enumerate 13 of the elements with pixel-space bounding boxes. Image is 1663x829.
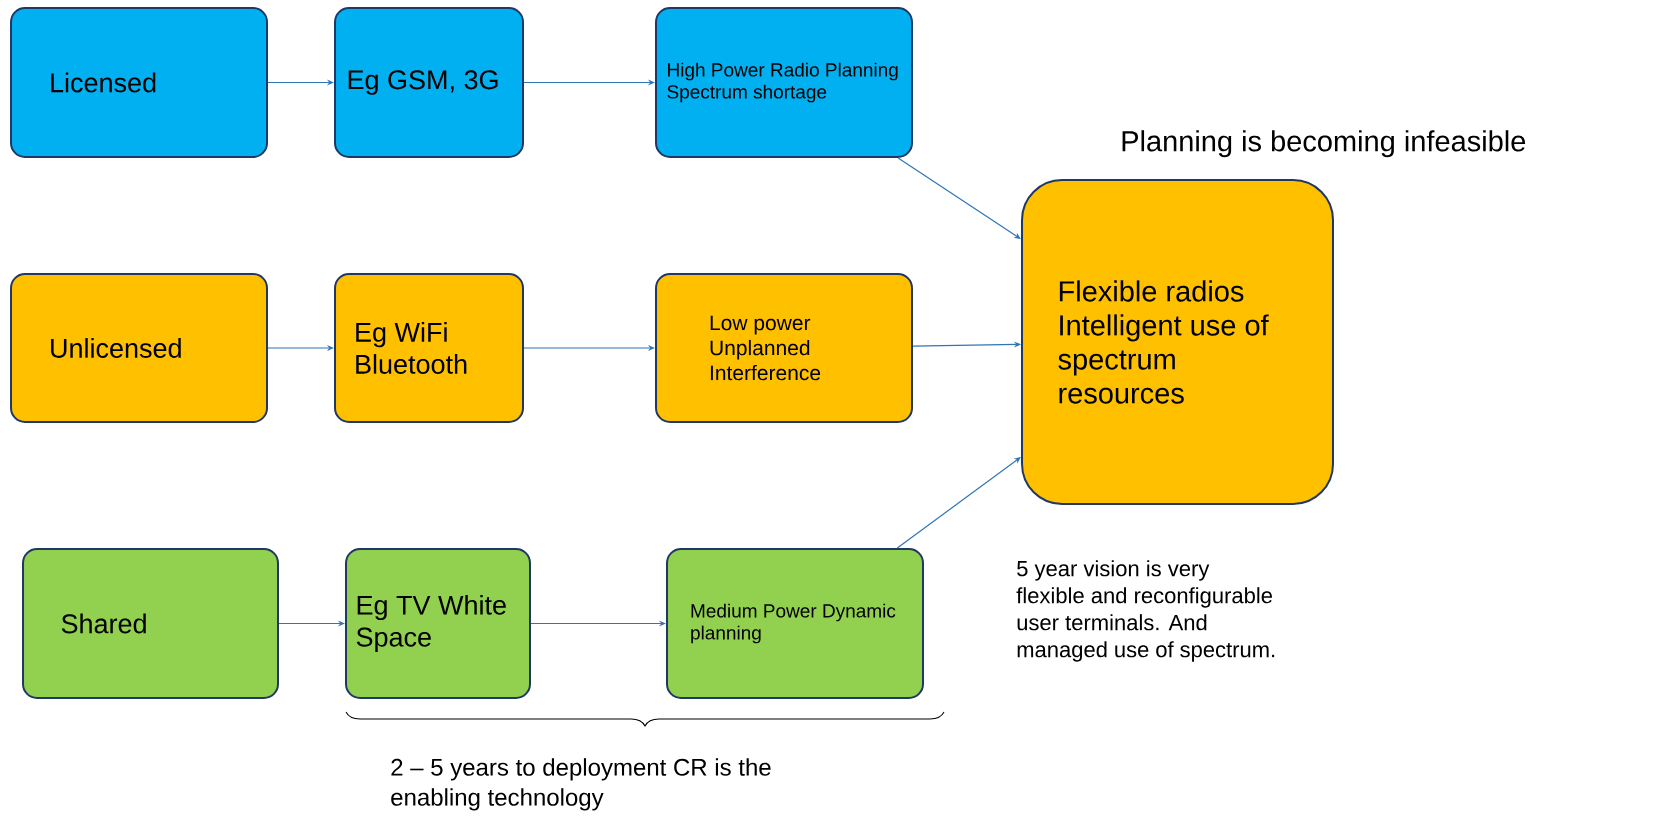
process-box: Flexible radios Intelligent use of spectrum resources — [1021, 179, 1334, 505]
process-box: Eg GSM, 3G — [334, 7, 524, 158]
process-box: Shared — [22, 548, 279, 699]
process-box: Eg TV White Space — [345, 548, 531, 699]
process-box: High Power Radio Planning Spectrum shortage — [655, 7, 913, 158]
process-box: Medium Power Dynamic planning — [666, 548, 924, 699]
deployment-note: 2 – 5 years to deployment CR is the enabling technology — [391, 758, 771, 811]
planning-note: Planning is becoming infeasible — [1122, 130, 1526, 158]
process-box: Eg WiFi Bluetooth — [334, 273, 524, 423]
process-box: Low power Unplanned Interference — [655, 273, 913, 423]
process-box: Licensed — [10, 7, 268, 158]
process-box: Unlicensed — [10, 273, 268, 423]
vision-note: 5 year vision is very flexible and reconfigurable user terminals. And managed use of spectrum. — [1016, 560, 1275, 662]
